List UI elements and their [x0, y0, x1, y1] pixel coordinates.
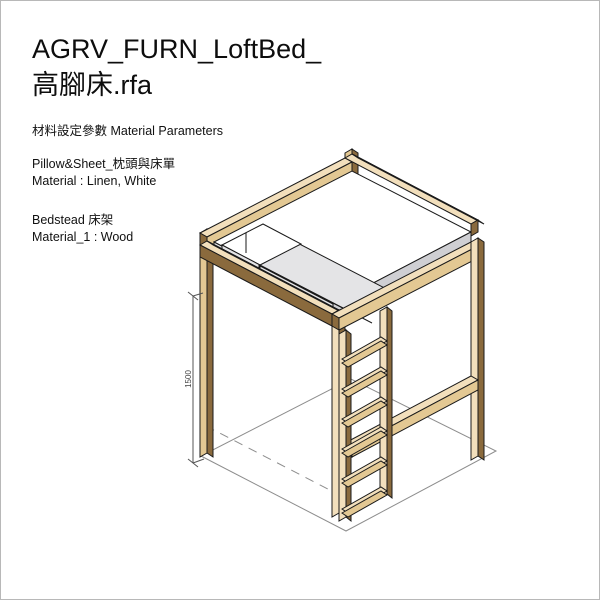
- document-title-line-2: 高腳床.rfa: [32, 70, 153, 100]
- section-heading: 材料設定參數 Material Parameters: [32, 124, 224, 138]
- dimension-value-label: 1500: [184, 370, 193, 388]
- parameter-group-pillow-sheet: Pillow&Sheet_枕頭與床單 Material : Linen, Whi…: [32, 156, 452, 190]
- leg-front-center: [331, 309, 346, 518]
- frame-head-end: [198, 240, 346, 327]
- ladder-rung: [341, 396, 388, 428]
- leg-back-left: [199, 228, 214, 458]
- parameter-group-bedstead: Bedstead 床架 Material_1 : Wood: [32, 212, 452, 246]
- ladder-rung: [341, 456, 388, 488]
- ladder: [338, 305, 393, 523]
- ladder-rung: [341, 486, 388, 518]
- ladder-rung: [341, 336, 388, 368]
- leg-front-right: [470, 237, 485, 461]
- document-title-line-1: AGRV_FURN_LoftBed_: [32, 34, 322, 64]
- frame-lower-cross-rail-right: [343, 375, 480, 458]
- annotation-text-block: AGRV_FURN_LoftBed_ 高腳床.rfa 材料設定參數 Materi…: [32, 31, 452, 246]
- frame-rail-near-right: [330, 241, 480, 331]
- ladder-rung: [341, 426, 388, 458]
- parameter-material: Material : Linen, White: [32, 174, 157, 188]
- parameter-name: Bedstead 床架: [32, 213, 114, 227]
- ground-plane-projection: [199, 378, 498, 532]
- ladder-rung: [341, 366, 388, 398]
- parameter-material: Material_1 : Wood: [32, 230, 134, 244]
- dimension-height-1500: 1500: [184, 291, 205, 468]
- parameter-name: Pillow&Sheet_枕頭與床單: [32, 157, 176, 171]
